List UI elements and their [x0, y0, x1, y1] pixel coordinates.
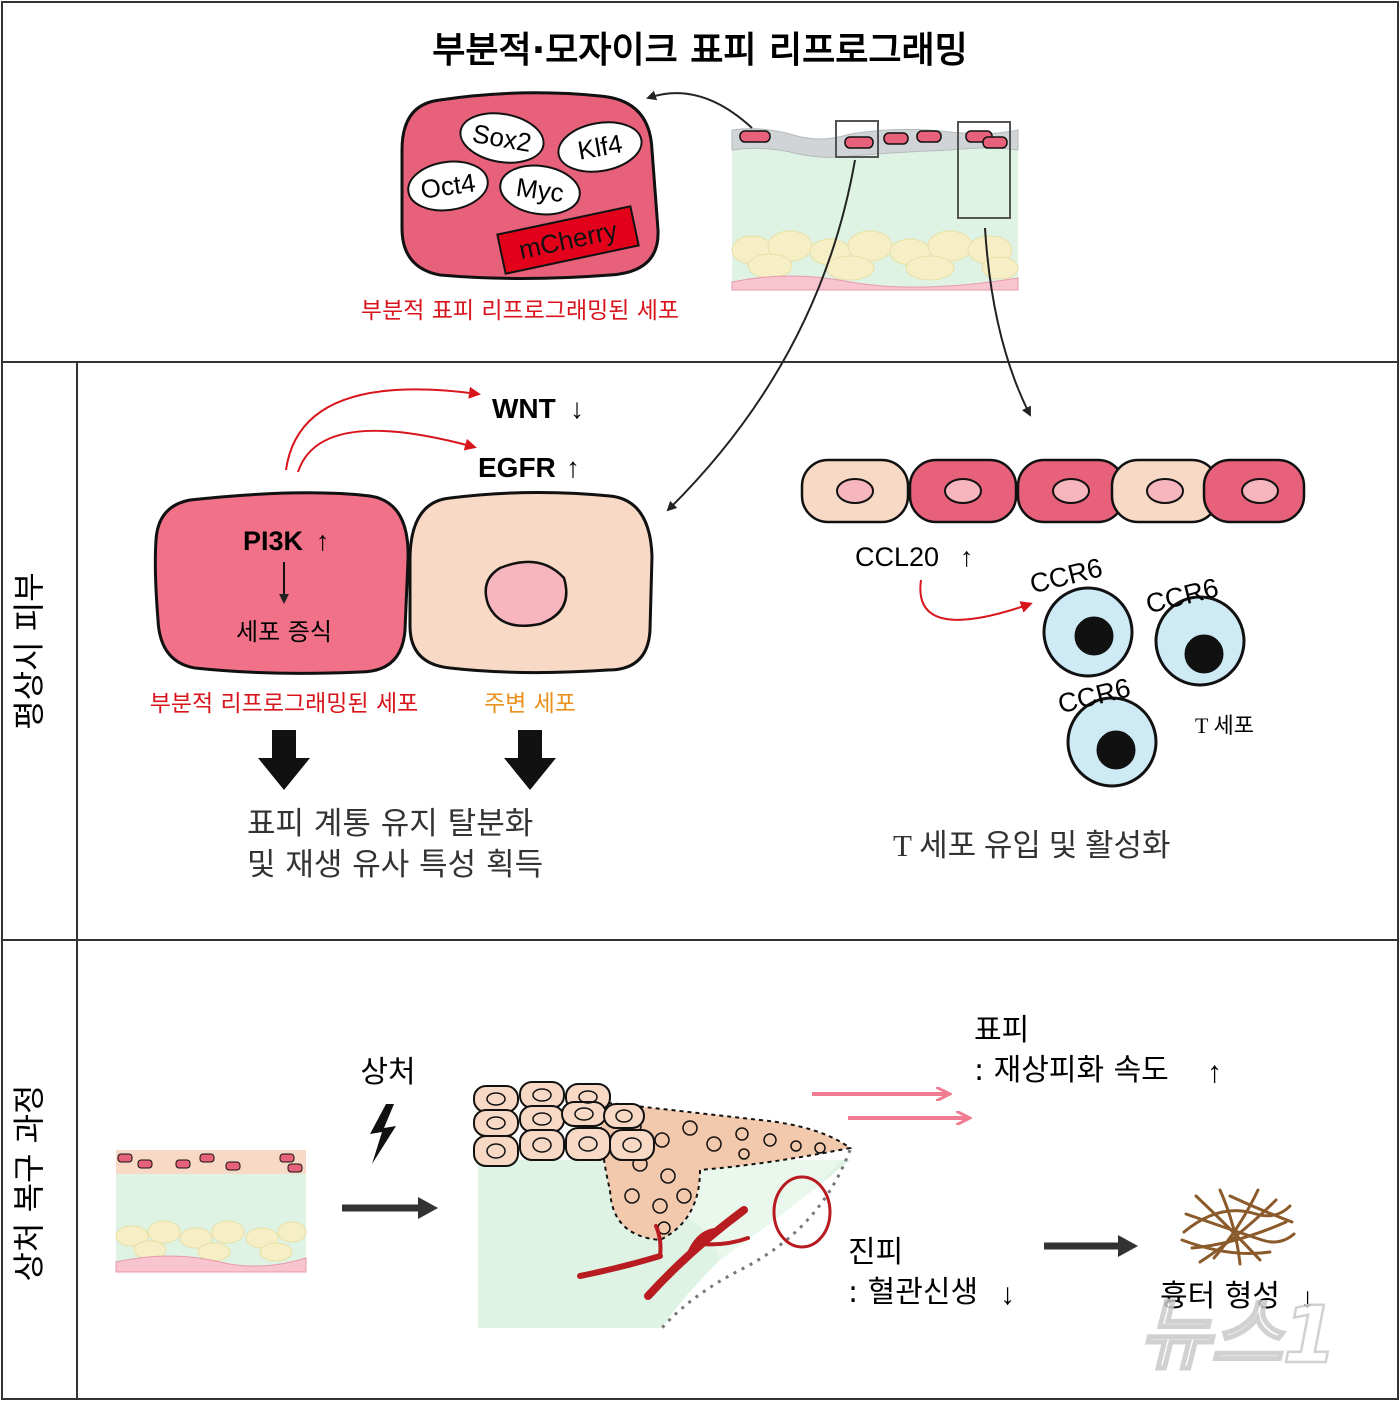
stacked-epidermal-cells [473, 1081, 655, 1167]
epidermis-title: 표피 [974, 1013, 1029, 1048]
mcherry-reporter-box [496, 205, 640, 275]
wound-section [473, 1081, 853, 1329]
reprogrammed-cell-diagram: Sox2 Klf4 Oct4 Myc mCherry [400, 91, 660, 280]
ccl20-label: CCL20 [855, 542, 939, 572]
dermis-title: 진피 [848, 1235, 903, 1270]
zoom-box-left [835, 120, 879, 158]
factor-myc-label: Myc [514, 172, 565, 208]
factor-oct4 [407, 160, 489, 212]
proliferation-label: 세포 증식 [236, 618, 332, 646]
epidermal-outcome-line2: 및 재생 유사 특성 획득 [247, 847, 543, 883]
ccl20-to-ccr6-arrow [919, 579, 1033, 621]
egfr-up-arrow: ↑ [566, 452, 580, 483]
signal-arrows [285, 386, 481, 473]
egfr-label: EGFR [478, 452, 556, 483]
skin-section-top [731, 120, 1019, 291]
epidermal-outcome-line1: 표피 계통 유지 탈분화 [247, 806, 533, 842]
lightning-icon [370, 1104, 396, 1164]
migrating-cell-tongue [598, 1100, 853, 1242]
injury-label: 상처 [360, 1055, 415, 1090]
wound-edge-dotted-line [660, 1149, 852, 1329]
t-cell-outcome: T 세포 유입 및 활성화 [893, 828, 1171, 863]
wnt-down-arrow: ↓ [570, 393, 584, 424]
stratum-corneum [731, 128, 1019, 158]
watermark-text: 뉴스1 [1139, 1291, 1337, 1381]
angiogenesis-highlight-circle [772, 1175, 832, 1249]
side-label-wound: 상처 복구 과정 [10, 1085, 48, 1282]
side-label-homeostasis: 평상시 피부 [10, 572, 48, 729]
blood-vessels [577, 1206, 750, 1300]
epidermis-effect: : 재상피화 속도 [974, 1053, 1169, 1088]
factor-klf4 [557, 121, 643, 173]
factor-myc [499, 164, 581, 216]
connector-arrows [646, 90, 1031, 512]
scar-fibers-icon [1180, 1188, 1296, 1266]
scar-formation-label: 흉터 형성 [1160, 1279, 1280, 1314]
angiogenesis-down-arrow: ↓ [1000, 1278, 1015, 1311]
t-cell-label: T 세포 [1195, 713, 1254, 738]
dermis-effect: : 혈관신생 [848, 1275, 978, 1310]
wnt-label: WNT [492, 393, 556, 424]
reprog-cell-caption: 부분적 리프로그래밍된 세포 [150, 691, 419, 717]
reepithelialization-arrows [812, 1094, 968, 1118]
ccl20-up-arrow: ↑ [960, 542, 974, 572]
scar-down-arrow: ↓ [1300, 1282, 1315, 1315]
muscle-layer [731, 275, 1019, 291]
epithelial-cell-row [800, 458, 1306, 524]
skin-section-intact [115, 1150, 307, 1273]
fat-layer [731, 230, 1019, 281]
neighbor-cell-caption: 주변 세포 [484, 691, 576, 717]
factor-sox2 [459, 112, 545, 164]
pi3k-up-arrow: ↑ [316, 526, 330, 556]
reprogrammed-cell-caption: 부분적 표피 리프로그래밍된 세포 [361, 298, 679, 324]
outcome-down-arrows [258, 730, 556, 790]
reprogrammed-cell-large [153, 491, 410, 675]
news1-watermark: 뉴스1 [1138, 1290, 1338, 1383]
pi3k-label: PI3K [243, 526, 304, 556]
stacked-cell-nuclei [486, 1088, 642, 1159]
reprogrammed-cells-mosaic [739, 130, 1008, 149]
neighbor-cell-nucleus [484, 560, 568, 628]
zoom-box-right [957, 121, 1011, 219]
figure-title: 부분적·모자이크 표피 리프로그래밍 [432, 30, 968, 71]
t-cells [1042, 586, 1246, 788]
reepithelialization-up-arrow: ↑ [1207, 1056, 1222, 1089]
